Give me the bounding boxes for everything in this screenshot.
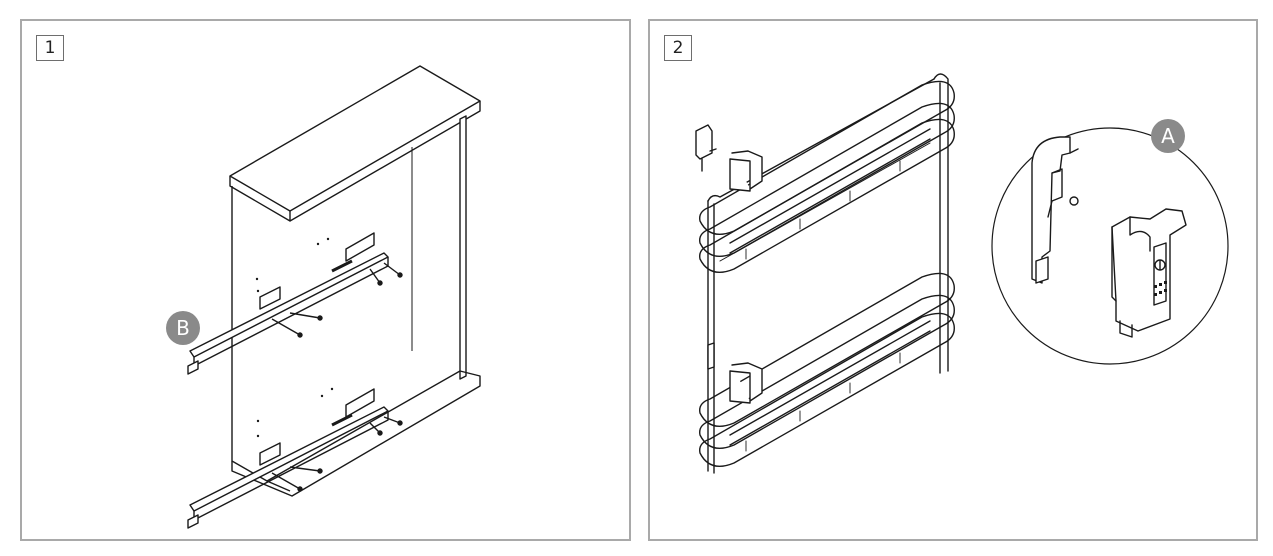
- callout-badge-b: B: [166, 311, 200, 345]
- step-2-panel: 2: [648, 19, 1258, 541]
- step-1-panel: 1: [20, 19, 631, 541]
- wire-basket-drawing: [695, 73, 1229, 474]
- cabinet-runner-drawing: [187, 65, 481, 529]
- step-number-2: 2: [664, 35, 692, 61]
- step-number-1: 1: [36, 35, 64, 61]
- callout-badge-a: A: [1151, 119, 1185, 153]
